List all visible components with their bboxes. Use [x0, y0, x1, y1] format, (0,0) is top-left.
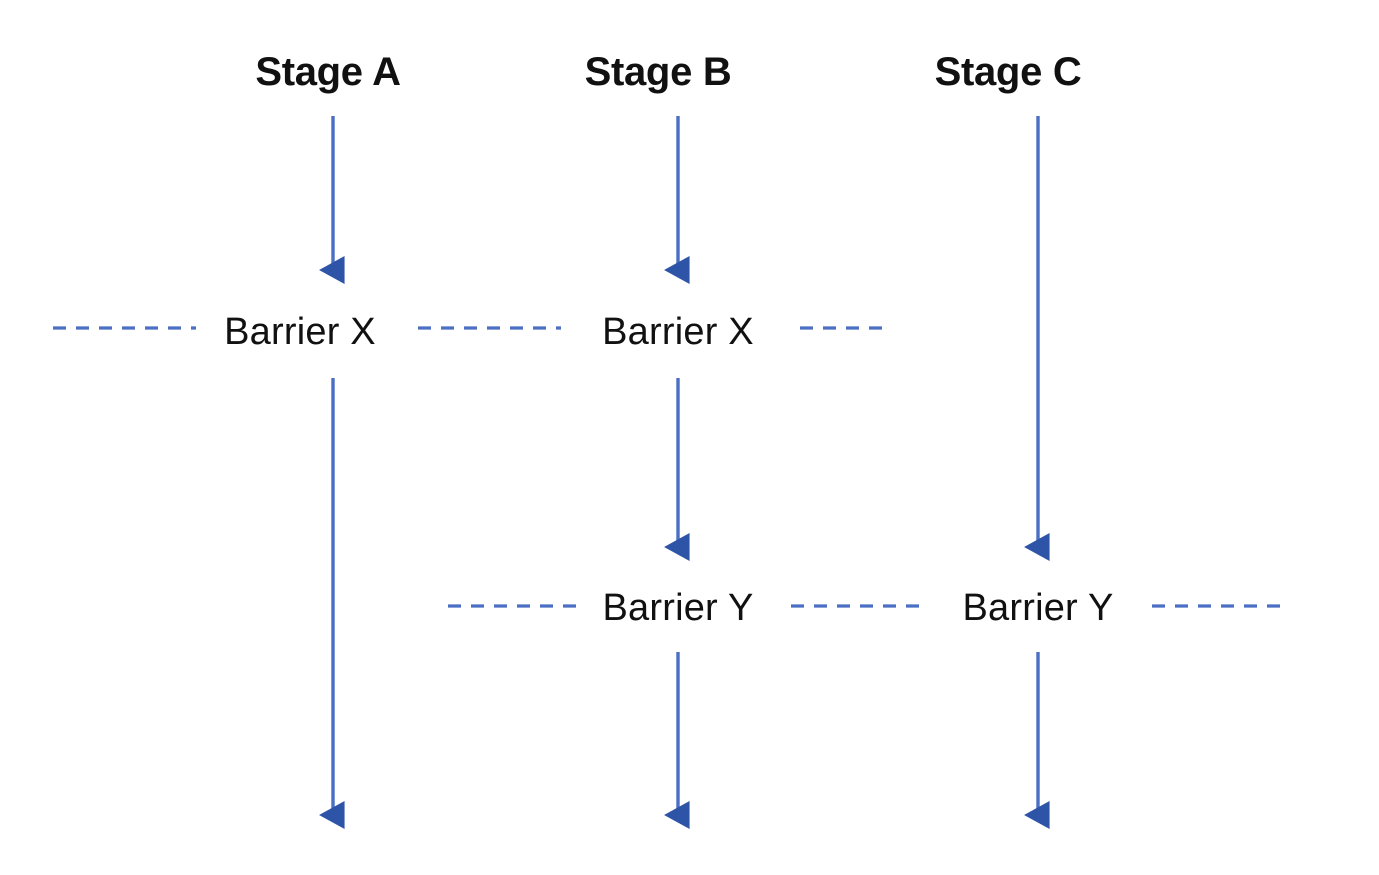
- node-barrier-y-stage-c: Barrier Y: [952, 589, 1124, 627]
- node-barrier-x-stage-b: Barrier X: [592, 313, 764, 351]
- dashed-connector-group: [53, 326, 1281, 608]
- node-barrier-x-stage-a: Barrier X: [214, 313, 386, 351]
- column-title-stage-c: Stage C: [924, 52, 1092, 92]
- vertical-arrow-group: [319, 116, 1050, 829]
- column-title-stage-a: Stage A: [245, 52, 411, 92]
- column-title-stage-b: Stage B: [574, 52, 742, 92]
- node-barrier-y-stage-b: Barrier Y: [592, 589, 764, 627]
